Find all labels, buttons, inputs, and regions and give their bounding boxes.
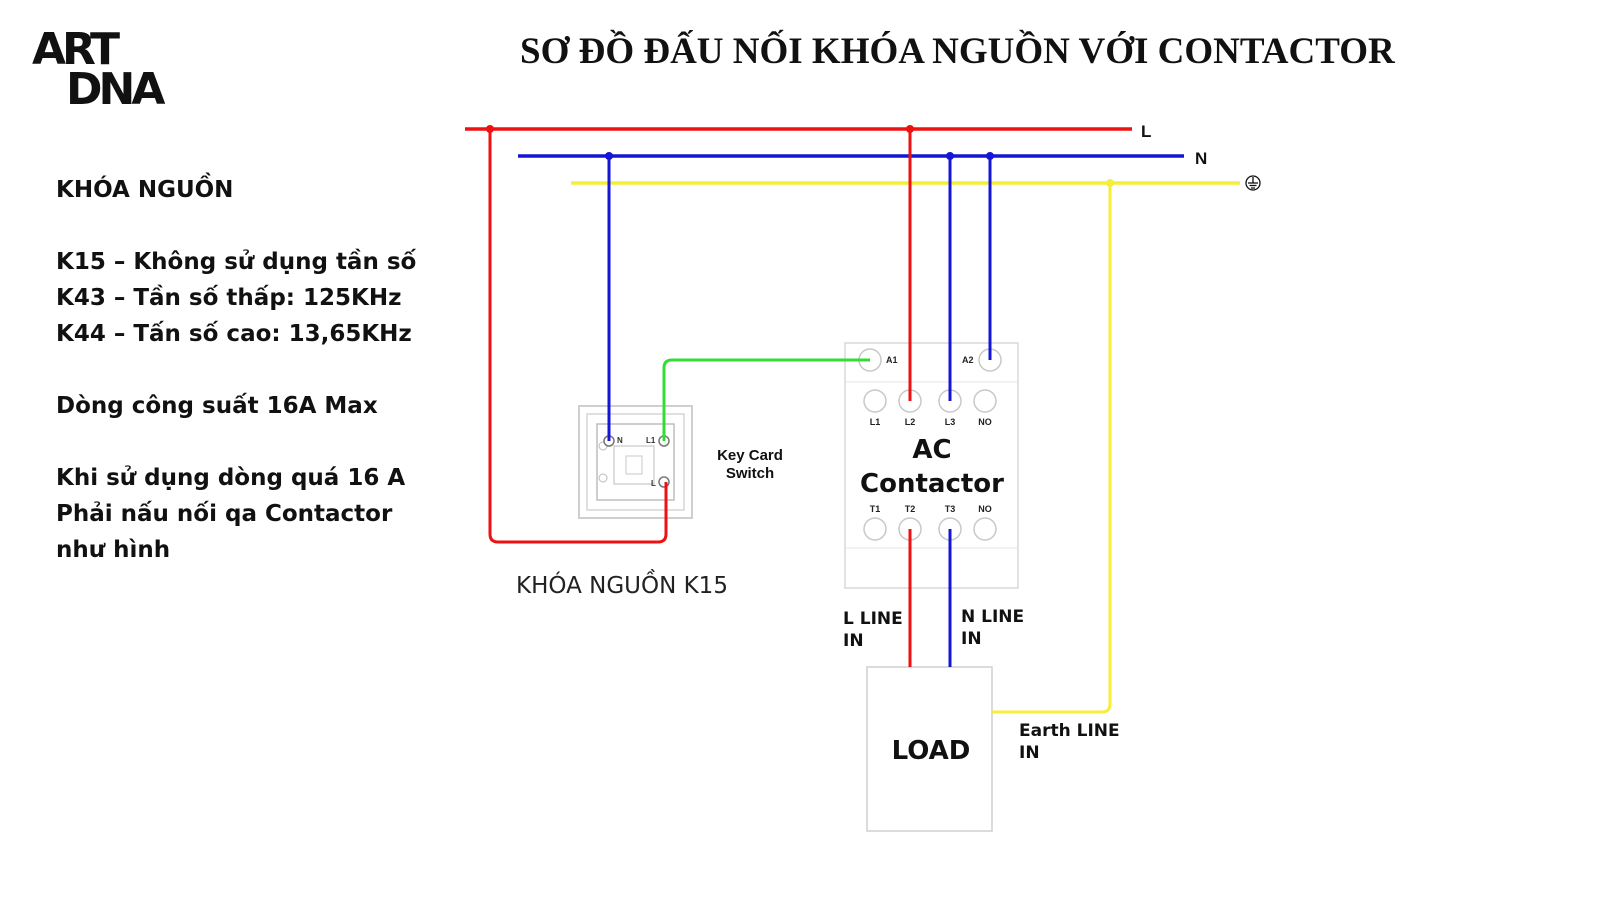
n-line-in-label-2: IN: [961, 629, 982, 649]
logo-line-1: ART: [32, 28, 120, 75]
contactor-title-line-2: Contactor: [860, 469, 1004, 499]
note-line-1: Khi sử dụng dòng quá 16 A: [56, 465, 406, 491]
power-rating: Dòng công suất 16A Max: [56, 393, 378, 419]
contactor-terminal-l1: [863, 389, 887, 413]
switch-label-line-2: Switch: [726, 465, 774, 482]
key-card-switch: N L1 L: [578, 405, 693, 519]
contactor-bottom-label-no: NO: [978, 504, 992, 514]
switch-output-wire: [662, 358, 870, 441]
contactor-top-label-l1: L1: [870, 417, 881, 427]
junction-dot: [946, 152, 954, 160]
description-heading: KHÓA NGUỒN: [56, 177, 234, 203]
n-line-in-label-1: N LINE: [961, 607, 1024, 627]
model-k15: K15 – Không sử dụng tần số: [56, 249, 417, 275]
contactor-terminal-no-top: [973, 389, 997, 413]
live-bus-label: L: [1141, 122, 1151, 141]
junction-dot: [986, 152, 994, 160]
l-line-in-label-1: L LINE: [843, 609, 903, 629]
model-k43: K43 – Tần số thấp: 125KHz: [56, 285, 402, 311]
contactor-bottom-label-t1: T1: [870, 504, 881, 514]
l-line-in-label-2: IN: [843, 631, 864, 651]
description-panel: KHÓA NGUỒN K15 – Không sử dụng tần số K4…: [56, 172, 476, 568]
load-label: LOAD: [892, 736, 971, 766]
switch-term-l-label: L: [651, 479, 656, 488]
switch-caption: KHÓA NGUỒN K15: [516, 568, 728, 599]
junction-dot: [1106, 179, 1114, 187]
contactor-bottom-label-t2: T2: [905, 504, 916, 514]
earth-line-in-label-1: Earth LINE: [1019, 721, 1120, 741]
contactor-bottom-label-t3: T3: [945, 504, 956, 514]
contactor-a1-label: A1: [886, 355, 898, 365]
neutral-bus-label: N: [1195, 149, 1207, 168]
note-line-3: như hình: [56, 537, 171, 563]
contactor-top-label-l3: L3: [945, 417, 956, 427]
contactor-terminal-t1: [863, 517, 887, 541]
junction-dot: [906, 125, 914, 133]
ac-contactor: A1 A2 L1 L2 L3 NO AC Contactor T1 T2 T3 …: [844, 342, 1019, 589]
contactor-a2-label: A2: [962, 355, 974, 365]
model-k44: K44 – Tấn số cao: 13,65KHz: [56, 321, 412, 347]
switch-label-line-1: Key Card: [717, 447, 783, 464]
earth-wire-to-load: [992, 183, 1112, 714]
contactor-top-label-l2: L2: [905, 417, 916, 427]
contactor-title-line-1: AC: [912, 435, 951, 465]
junction-dot: [605, 152, 613, 160]
switch-term-n-label: N: [617, 436, 623, 445]
logo-line-2: DNA: [66, 64, 165, 108]
junction-dot: [486, 125, 494, 133]
load-box: [866, 666, 993, 832]
note-line-2: Phải nấu nối qa Contactor: [56, 501, 393, 527]
earth-line-in-label-2: IN: [1019, 743, 1040, 763]
switch-term-l1-label: L1: [646, 436, 656, 445]
page-title: SƠ ĐỒ ĐẤU NỐI KHÓA NGUỒN VỚI CONTACTOR: [520, 31, 1395, 72]
live-wire-to-switch: [488, 129, 668, 544]
earth-ground-icon: [1245, 175, 1261, 191]
contactor-terminal-no-bottom: [973, 517, 997, 541]
contactor-top-label-no: NO: [978, 417, 992, 427]
artdna-logo: ART DNA: [32, 28, 169, 108]
